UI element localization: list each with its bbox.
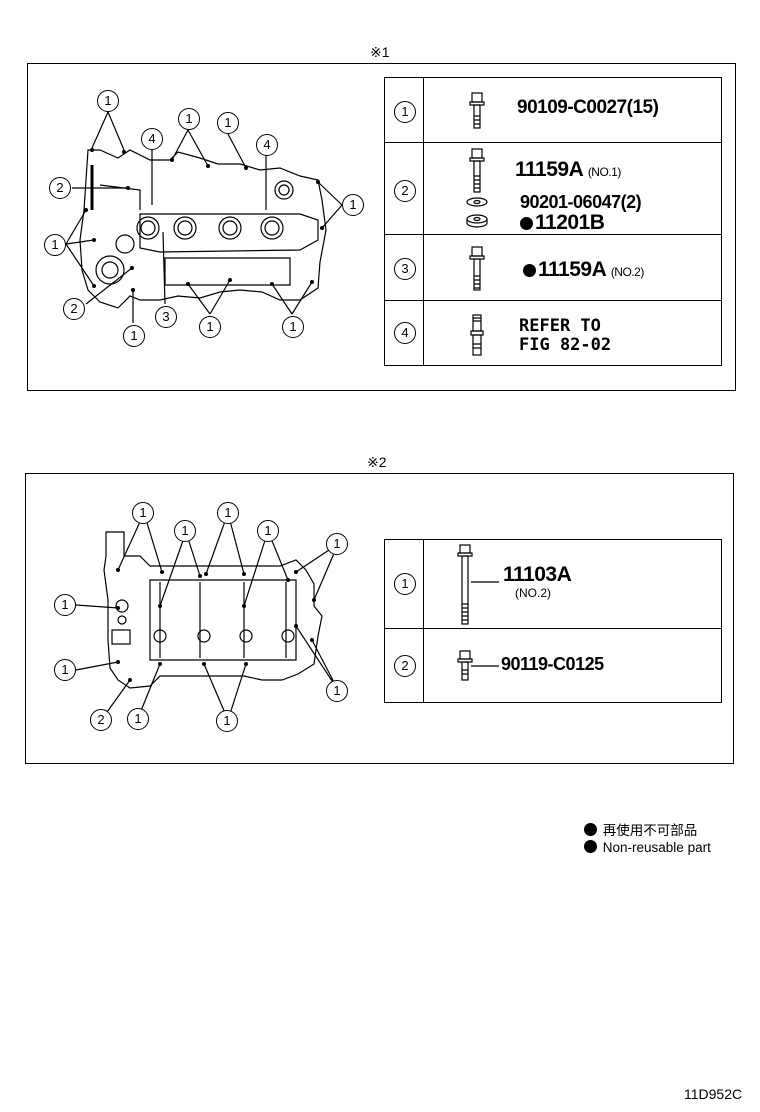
row-number: 3: [394, 258, 416, 280]
legend-text: Non-reusable part: [602, 840, 711, 855]
stud-icon: [470, 314, 484, 356]
gasket-icon: [466, 214, 488, 228]
callout-1: 1: [342, 194, 364, 216]
row-number: 2: [394, 655, 416, 677]
section2-parts-table: 1 11103A (NO.2) 2 90119-C0125: [384, 539, 722, 703]
callout-1: 1: [54, 594, 76, 616]
part-number-sub: (NO.2): [610, 265, 645, 279]
callout-1: 1: [44, 234, 66, 256]
row-number: 4: [394, 322, 416, 344]
part-number-text: 11159A: [515, 158, 583, 181]
part-number: 11159A (NO.1): [515, 158, 621, 182]
callout-1: 1: [326, 533, 348, 555]
part-number-sub: (NO.1): [587, 165, 622, 179]
callout-1: 1: [217, 502, 239, 524]
legend-english: Non-reusable part: [584, 840, 711, 855]
part-number: 90201-06047(2): [520, 192, 642, 212]
part-number-text: 11159A: [538, 258, 606, 281]
row-number: 1: [394, 573, 416, 595]
section2-frame: [25, 473, 734, 764]
callout-1: 1: [132, 502, 154, 524]
callout-1: 1: [257, 520, 279, 542]
row-number: 1: [394, 101, 416, 123]
table-row-divider: [385, 628, 721, 629]
table-row-divider: [385, 234, 721, 235]
callout-1: 1: [199, 316, 221, 338]
non-reusable-icon: [584, 823, 597, 836]
callout-1: 1: [127, 708, 149, 730]
section1-parts-table: 1 90109-C0027(15) 2 11159A (NO.1) 90201-…: [384, 77, 722, 366]
row-number: 2: [394, 180, 416, 202]
table-divider: [423, 78, 424, 365]
figure-code: 11D952C: [684, 1086, 743, 1102]
leader-line: [471, 581, 499, 583]
callout-1: 1: [174, 520, 196, 542]
callout-2: 2: [90, 709, 112, 731]
callout-1: 1: [217, 112, 239, 134]
callout-1: 1: [54, 659, 76, 681]
callout-4: 4: [256, 134, 278, 156]
callout-1: 1: [282, 316, 304, 338]
part-number-text: 11201B: [535, 211, 605, 234]
callout-3: 3: [155, 306, 177, 328]
section1-label: ※1: [370, 44, 390, 60]
part-number: 90119-C0125: [501, 654, 604, 674]
callout-4: 4: [141, 128, 163, 150]
legend-text: 再使用不可部品: [602, 823, 698, 838]
part-reference: REFER TO: [519, 316, 601, 336]
callout-2: 2: [49, 177, 71, 199]
non-reusable-icon: [584, 840, 597, 853]
non-reusable-icon: [520, 217, 533, 230]
part-number: 90109-C0027(15): [517, 97, 659, 118]
section2-label: ※2: [367, 454, 387, 470]
long-bolt-icon: [457, 544, 473, 625]
callout-1: 1: [216, 710, 238, 732]
part-number: 11103A: [503, 563, 572, 586]
callout-1: 1: [326, 680, 348, 702]
table-divider: [423, 540, 424, 702]
non-reusable-icon: [523, 264, 536, 277]
table-row-divider: [385, 142, 721, 143]
bolt-icon: [457, 650, 473, 681]
legend-japanese: 再使用不可部品: [584, 819, 697, 839]
part-number: 11201B: [520, 211, 605, 235]
washer-icon: [466, 197, 488, 207]
bolt-icon: [469, 246, 485, 291]
part-reference: FIG 82-02: [519, 335, 612, 355]
callout-1: 1: [178, 108, 200, 130]
leader-line: [471, 665, 499, 667]
part-number: 11159A (NO.2): [523, 258, 644, 282]
bolt-icon: [469, 92, 485, 129]
callout-2: 2: [63, 298, 85, 320]
section1-frame: [27, 63, 736, 391]
callout-1: 1: [97, 90, 119, 112]
callout-1: 1: [123, 325, 145, 347]
table-row-divider: [385, 300, 721, 301]
bolt-icon: [469, 148, 485, 193]
part-number-sub: (NO.2): [515, 586, 551, 600]
